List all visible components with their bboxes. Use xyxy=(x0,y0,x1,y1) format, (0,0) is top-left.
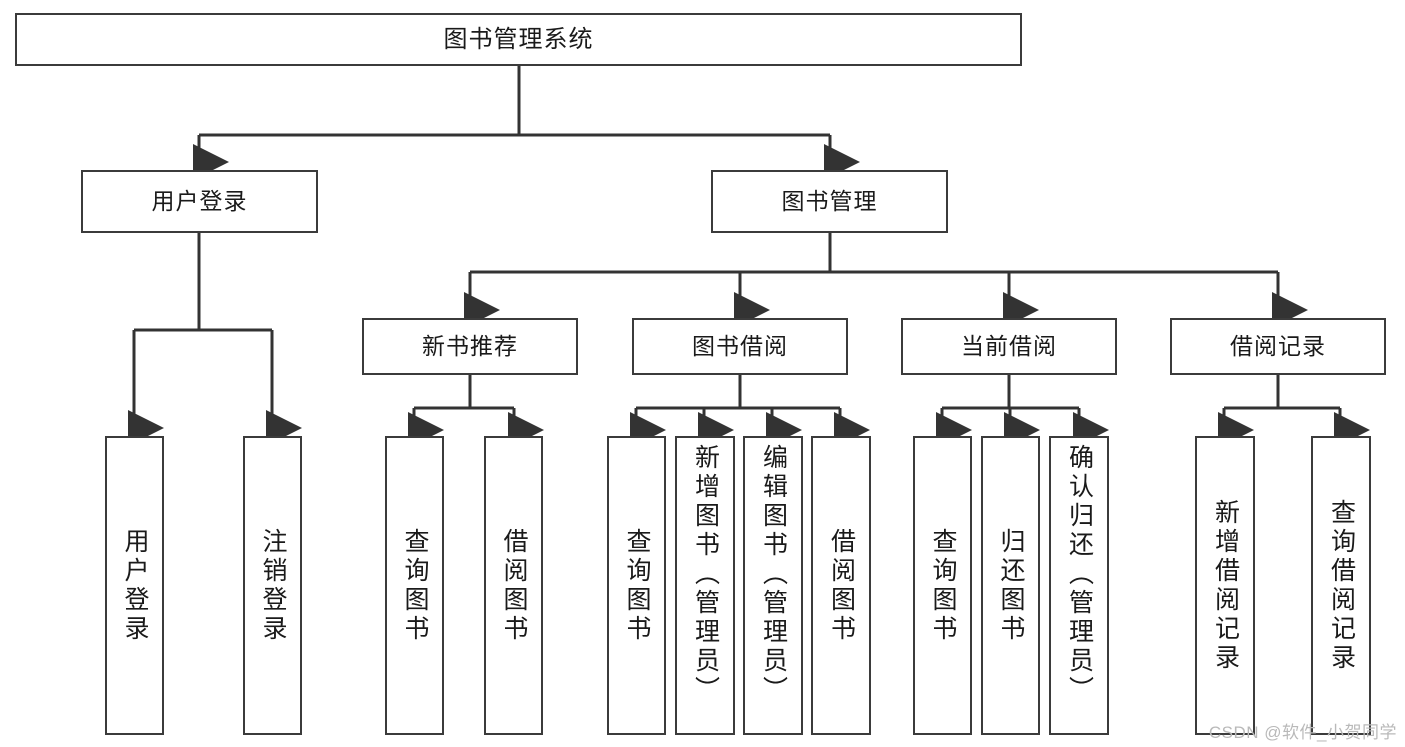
node-book-borrow[interactable]: 图书借阅 xyxy=(632,318,848,375)
csdn-watermark: CSDN @软件_小贺同学 xyxy=(1208,723,1397,742)
leaf-add-book[interactable]: 新增图书（管理员） xyxy=(675,436,735,735)
node-user-login-label: 用户登录 xyxy=(151,188,248,215)
node-new-book-recommend-label: 新书推荐 xyxy=(422,333,518,360)
leaf-return-book-label: 归还图书 xyxy=(997,527,1025,644)
leaf-query-book-2-label: 查询图书 xyxy=(623,527,651,644)
leaf-user-login[interactable]: 用户登录 xyxy=(105,436,164,735)
leaf-query-book-3-label: 查询图书 xyxy=(929,527,957,644)
leaf-borrow-book-1-label: 借阅图书 xyxy=(500,527,528,644)
leaf-query-book-3[interactable]: 查询图书 xyxy=(913,436,972,735)
leaf-confirm-return-label: 确认归还（管理员） xyxy=(1065,444,1094,705)
leaf-borrow-book-2[interactable]: 借阅图书 xyxy=(811,436,871,735)
leaf-add-book-label: 新增图书（管理员） xyxy=(691,444,720,705)
node-book-borrow-label: 图书借阅 xyxy=(692,333,788,360)
node-new-book-recommend[interactable]: 新书推荐 xyxy=(362,318,578,375)
leaf-query-record[interactable]: 查询借阅记录 xyxy=(1311,436,1371,735)
leaf-query-record-label: 查询借阅记录 xyxy=(1327,498,1356,673)
leaf-return-book[interactable]: 归还图书 xyxy=(981,436,1040,735)
leaf-borrow-book-1[interactable]: 借阅图书 xyxy=(484,436,543,735)
node-borrow-record[interactable]: 借阅记录 xyxy=(1170,318,1386,375)
leaf-logout-label: 注销登录 xyxy=(259,527,287,644)
leaf-borrow-book-2-label: 借阅图书 xyxy=(827,527,856,644)
leaf-query-book-1-label: 查询图书 xyxy=(401,527,429,644)
leaf-user-login-label: 用户登录 xyxy=(121,527,149,644)
leaf-add-record[interactable]: 新增借阅记录 xyxy=(1195,436,1255,735)
node-root[interactable]: 图书管理系统 xyxy=(15,13,1022,66)
node-current-borrow[interactable]: 当前借阅 xyxy=(901,318,1117,375)
leaf-logout[interactable]: 注销登录 xyxy=(243,436,302,735)
node-borrow-record-label: 借阅记录 xyxy=(1230,333,1326,360)
leaf-query-book-2[interactable]: 查询图书 xyxy=(607,436,666,735)
leaf-add-record-label: 新增借阅记录 xyxy=(1211,498,1240,673)
leaf-confirm-return[interactable]: 确认归还（管理员） xyxy=(1049,436,1109,735)
leaf-query-book-1[interactable]: 查询图书 xyxy=(385,436,444,735)
node-book-management-label: 图书管理 xyxy=(781,188,878,215)
node-book-management[interactable]: 图书管理 xyxy=(711,170,948,233)
leaf-edit-book[interactable]: 编辑图书（管理员） xyxy=(743,436,803,735)
node-user-login[interactable]: 用户登录 xyxy=(81,170,318,233)
node-current-borrow-label: 当前借阅 xyxy=(961,333,1057,360)
node-root-label: 图书管理系统 xyxy=(443,25,594,53)
leaf-edit-book-label: 编辑图书（管理员） xyxy=(759,444,788,705)
